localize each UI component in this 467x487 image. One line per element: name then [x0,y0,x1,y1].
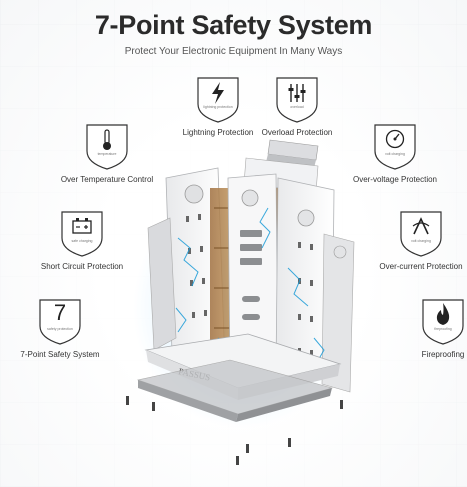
shield-badge: fireproofing [420,296,466,346]
feature-seven-point: 7 safety protection 7-Point Safety Syste… [0,296,120,359]
shield-badge: temperature [84,121,130,171]
screws [126,396,343,465]
current-icon [412,217,430,235]
feature-over-current: volt charging Over-current Protection [361,208,467,271]
shield-badge: safe charging [59,208,105,258]
feature-overload: overload Overload Protection [237,74,357,137]
feature-label: Over-voltage Protection [352,175,438,184]
gauge-icon [385,129,405,149]
page-title: 7-Point Safety System [94,10,373,40]
lightning-icon [212,82,224,104]
flame-icon [436,303,450,325]
feature-over-voltage: volt charging Over-voltage Protection [335,121,455,184]
thermometer-icon [103,129,111,150]
left-outlet-panel [147,167,225,353]
feature-short-circuit: safe charging Short Circuit Protection [22,208,142,271]
seven-icon: 7 [53,300,67,325]
feature-label: Short Circuit Protection [40,262,124,271]
right-outlet-panel [275,177,355,393]
shield-badge: overload [274,74,320,124]
bottom-plate [136,359,334,422]
shield-badge: lightning protection [195,74,241,124]
shield-badge: 7 safety protection [37,296,83,346]
feature-label: Overload Protection [261,128,333,137]
feature-over-temperature: temperature Over Temperature Control [47,121,167,184]
feature-label: Lightning Protection [182,128,254,137]
feature-label: Fireproofing [421,350,465,359]
power-strip-exploded-illustration: PASSUS [126,139,355,465]
battery-icon [72,218,92,234]
feature-label: Over Temperature Control [60,175,154,184]
shield-badge: volt charging [398,208,444,258]
feature-lightning: lightning protection Lightning Protectio… [158,74,278,137]
feature-label: 7-Point Safety System [20,350,100,359]
shield-badge: volt charging [372,121,418,171]
sliders-icon [288,84,306,102]
page-subtitle: Protect Your Electronic Equipment In Man… [124,46,343,57]
feature-label: Over-current Protection [379,262,463,271]
feature-fireproofing: fireproofing Fireproofing [383,296,467,359]
